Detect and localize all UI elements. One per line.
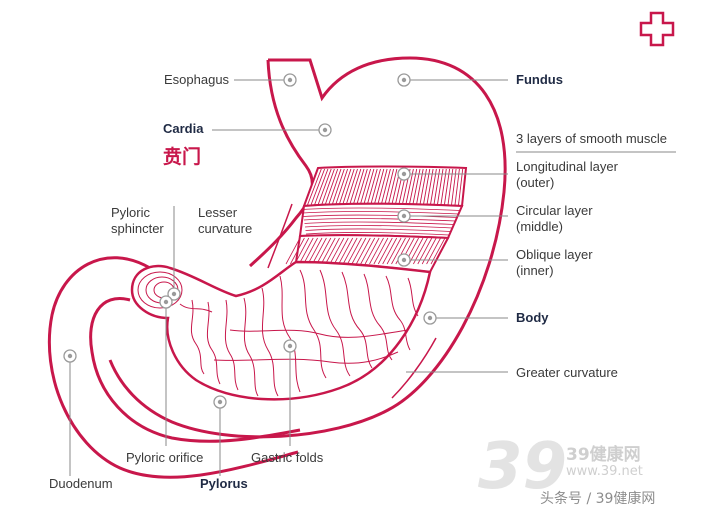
leader-lines	[69, 79, 676, 476]
label-pyloric-sphincter-2: sphincter	[111, 221, 164, 236]
medical-cross-icon	[639, 11, 675, 47]
label-oblique-1: Oblique layer	[516, 247, 593, 262]
label-lesser-curvature-1: Lesser	[198, 205, 238, 220]
label-longitudinal-1: Longitudinal layer	[516, 159, 618, 174]
label-pylorus: Pylorus	[200, 476, 248, 491]
label-fundus: Fundus	[516, 72, 563, 87]
label-longitudinal-2: (outer)	[516, 175, 555, 190]
duodenum-shape	[47, 256, 299, 479]
label-body: Body	[516, 310, 549, 325]
curvature-indicators	[267, 203, 437, 399]
label-cardia-cn: 贲门	[163, 146, 202, 168]
watermark-credit: 头条号 / 39健康网	[540, 491, 656, 507]
duodenum-inner-edge	[89, 297, 301, 443]
watermark-site-name: 39健康网	[566, 445, 641, 465]
watermark-logo-digits: 39	[478, 430, 567, 504]
label-pyloric-sphincter-1: Pyloric	[111, 205, 151, 220]
label-muscle-heading: 3 layers of smooth muscle	[516, 131, 668, 146]
target-marker-icon	[63, 73, 437, 409]
label-pyloric-orifice: Pyloric orifice	[126, 450, 204, 465]
watermark-site-url: www.39.net	[566, 464, 643, 479]
label-circular-1: Circular layer	[516, 203, 593, 218]
longitudinal-fibers	[303, 168, 467, 206]
gastric-folds-lines	[179, 269, 419, 397]
label-esophagus: Esophagus	[164, 72, 230, 87]
label-oblique-2: (inner)	[516, 263, 554, 278]
label-circular-2: (middle)	[516, 219, 563, 234]
watermark-logo: 39	[478, 430, 567, 504]
label-duodenum: Duodenum	[49, 476, 113, 491]
label-greater-curvature: Greater curvature	[516, 365, 618, 380]
label-gastric-folds: Gastric folds	[251, 450, 324, 465]
label-cardia: Cardia	[163, 121, 204, 136]
circular-fibers	[302, 207, 461, 236]
label-lesser-curvature-2: curvature	[198, 221, 253, 236]
stomach-outer-contour	[108, 56, 507, 439]
